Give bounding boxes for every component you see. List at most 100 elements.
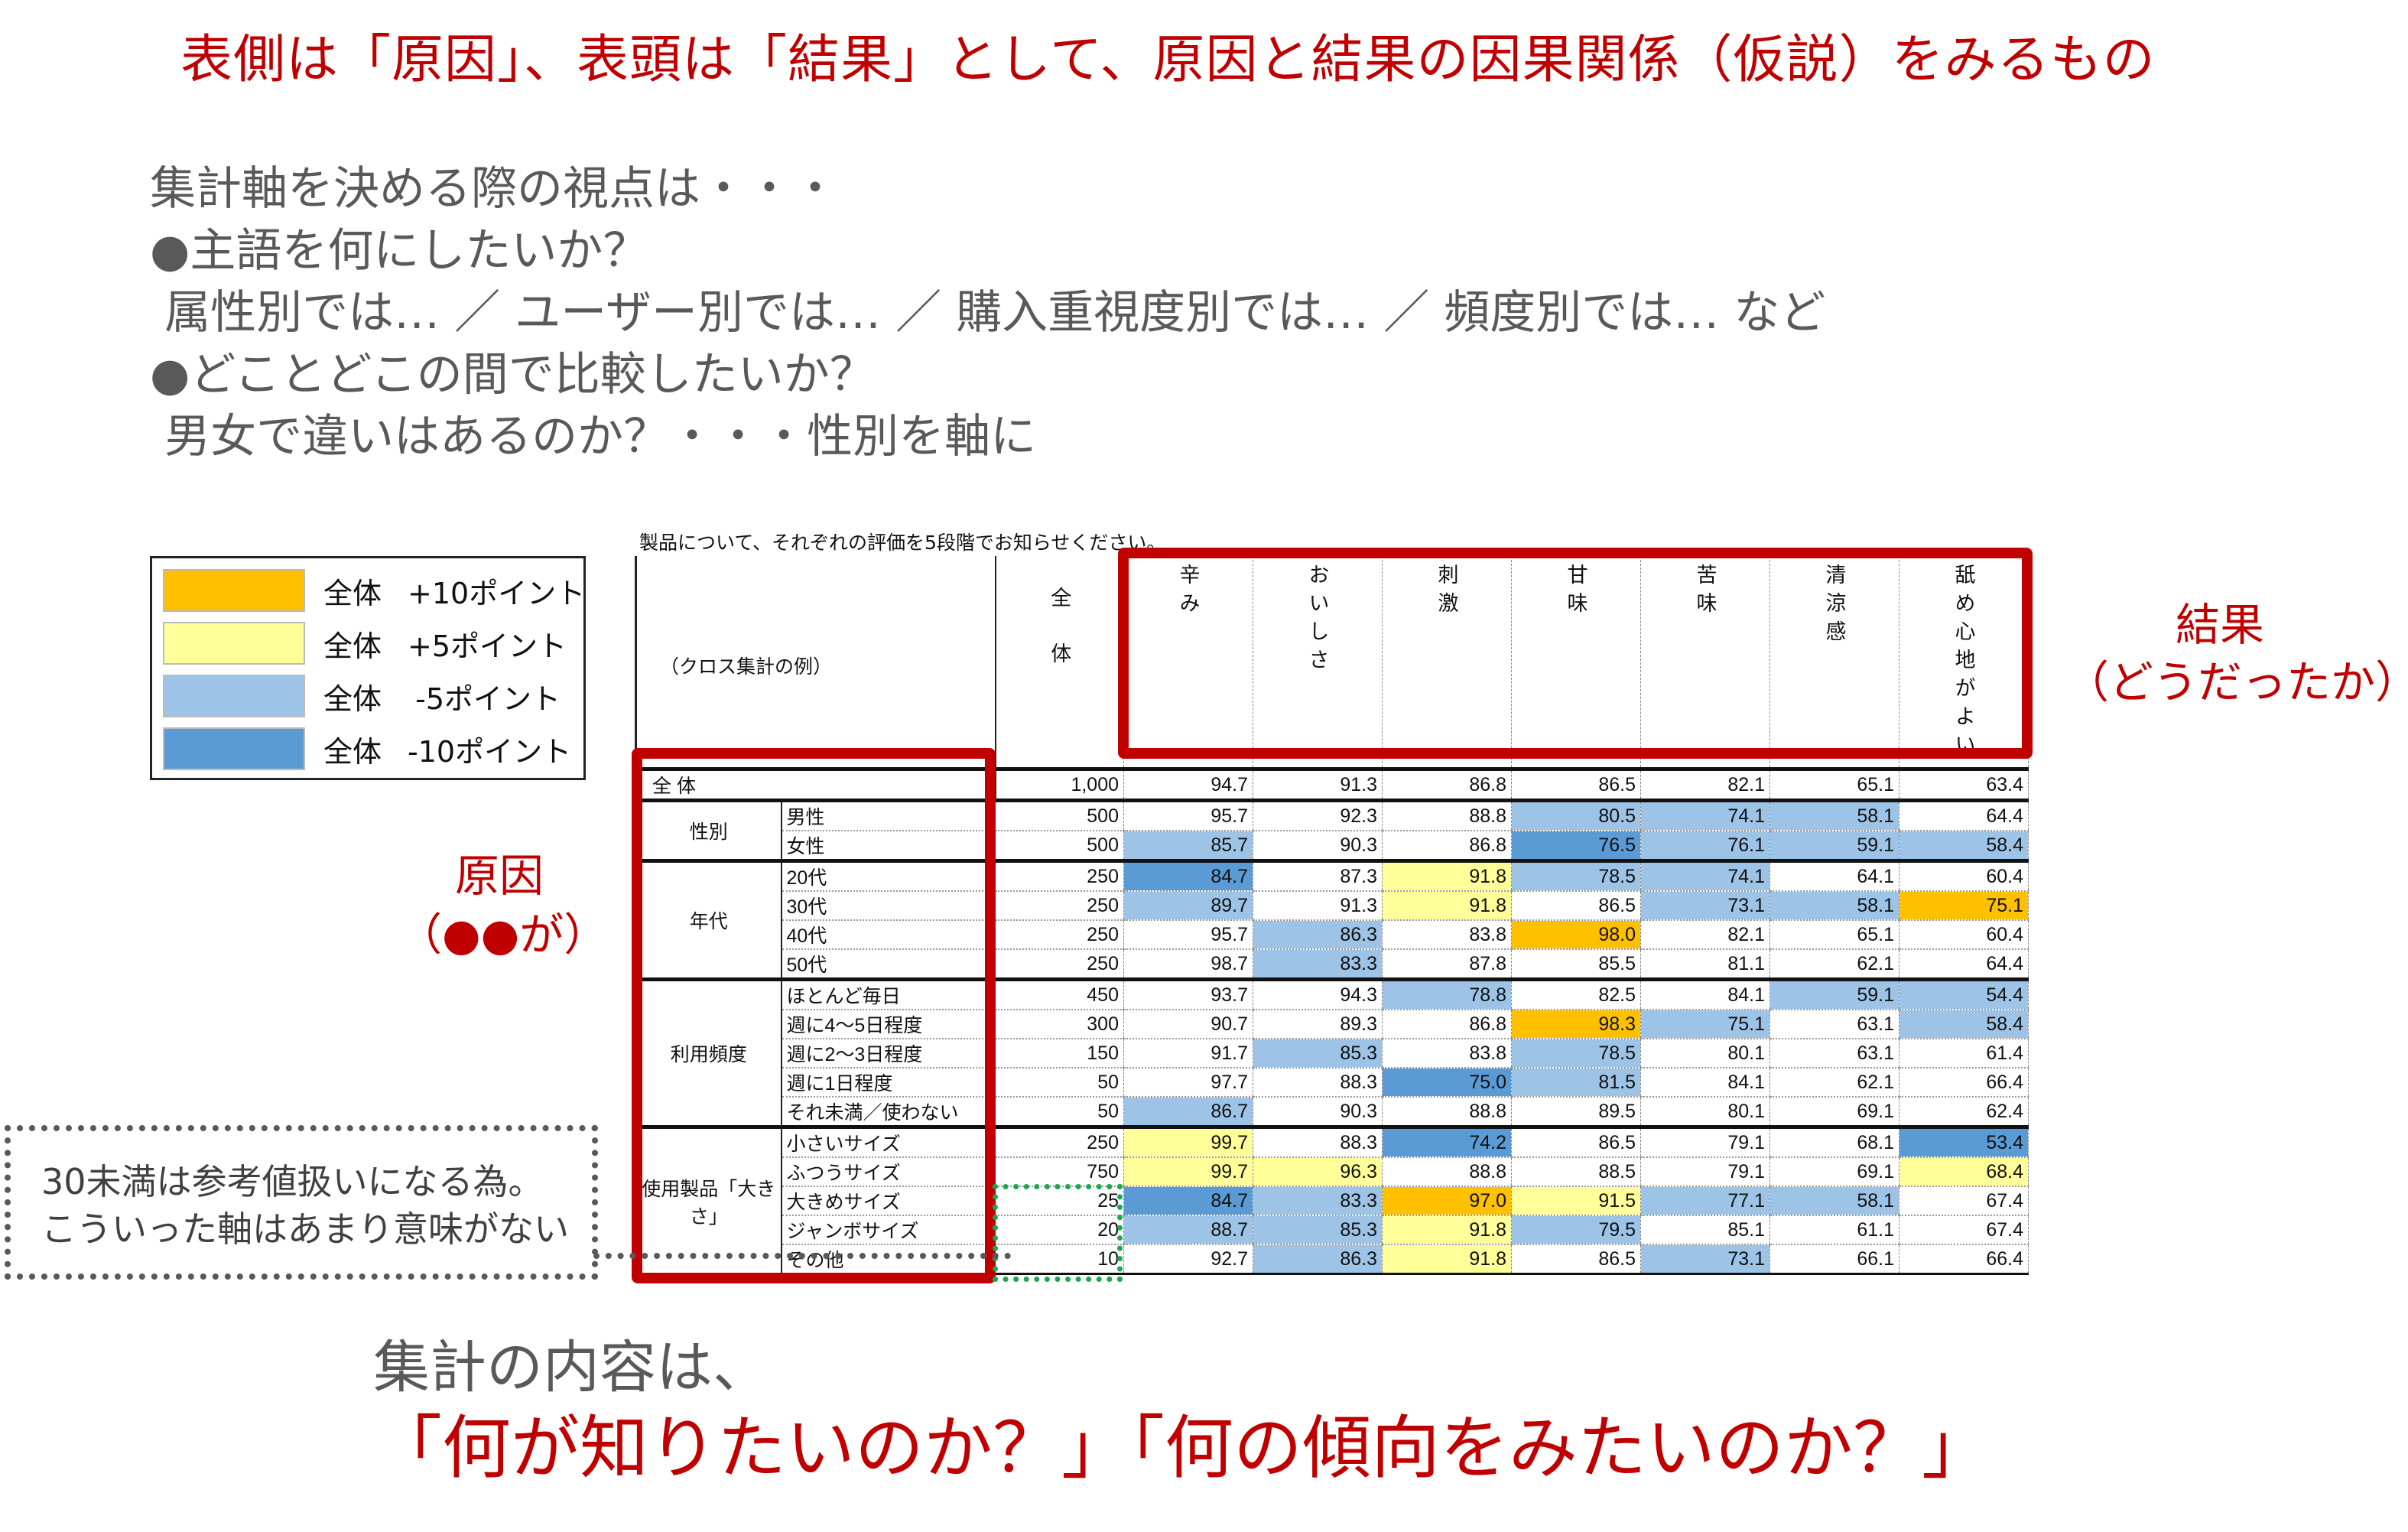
value-cell: 58.4 xyxy=(1899,831,2029,862)
value-cell: 64.4 xyxy=(1899,799,2029,831)
column-header-label: おいしさ xyxy=(1305,564,1329,677)
row-label: それ未満／使わない xyxy=(780,1097,996,1128)
color-legend: 全体 +10ポイント 全体 +5ポイント 全体 -5ポイント 全体 -10ポイン… xyxy=(150,556,586,780)
legend-label: 全体 xyxy=(323,576,382,610)
value-cell: 67.4 xyxy=(1899,1186,2029,1216)
value-cell: 86.5 xyxy=(1511,1125,1641,1158)
column-header: 刺激 xyxy=(1382,556,1512,771)
value-cell: 83.3 xyxy=(1253,949,1383,981)
row-group-label: 利用頻度 xyxy=(635,977,782,1127)
value-cell: 89.5 xyxy=(1511,1097,1641,1128)
row-label: 週に4～5日程度 xyxy=(780,1010,996,1039)
legend-points: +10ポイント xyxy=(408,576,586,610)
summary-question: 「何が知りたいのか？」「何の傾向をみたいのか？」 xyxy=(373,1408,1990,1488)
cause-highlight-box xyxy=(632,748,996,1283)
value-cell: 81.5 xyxy=(1511,1068,1641,1098)
sample-size-cell: 250 xyxy=(995,1125,1124,1158)
legend-points: -5ポイント xyxy=(415,681,561,716)
value-cell: 60.4 xyxy=(1899,920,2029,950)
value-cell: 62.1 xyxy=(1769,949,1899,981)
small-sample-highlight-box xyxy=(993,1184,1123,1282)
callout-line: 30未満は参考値扱いになる為。 xyxy=(41,1161,544,1202)
value-cell: 69.1 xyxy=(1769,1157,1899,1187)
sample-size-cell: 250 xyxy=(995,891,1124,921)
value-cell: 85.1 xyxy=(1640,1215,1770,1245)
value-cell: 66.4 xyxy=(1899,1068,2029,1098)
value-cell: 91.7 xyxy=(1123,1039,1253,1068)
value-cell: 75.0 xyxy=(1382,1068,1512,1098)
value-cell: 61.1 xyxy=(1769,1215,1899,1245)
legend-item: 全体 +10ポイント xyxy=(163,569,586,612)
row-label: 30代 xyxy=(780,891,996,921)
value-cell: 83.8 xyxy=(1382,1039,1512,1068)
value-cell: 79.1 xyxy=(1640,1125,1770,1158)
value-cell: 91.8 xyxy=(1382,1244,1512,1275)
cause-sublabel: （●●が） xyxy=(398,909,609,961)
value-cell: 75.1 xyxy=(1899,891,2029,921)
row-label: 小さいサイズ xyxy=(780,1125,996,1158)
legend-swatch-light-blue xyxy=(163,675,305,717)
row-label: 全 体 xyxy=(635,769,996,802)
value-cell: 73.1 xyxy=(1640,1244,1770,1275)
note-line: ●どことどこの間で比較したいか？ xyxy=(150,348,876,402)
value-cell: 88.8 xyxy=(1382,1157,1512,1187)
column-header: おいしさ xyxy=(1253,556,1383,771)
value-cell: 98.7 xyxy=(1123,949,1253,981)
corner-label: （クロス集計の例） xyxy=(635,556,996,771)
sample-size-cell: 250 xyxy=(995,859,1124,892)
row-group-label: 使用製品「大きさ」 xyxy=(635,1125,782,1274)
value-cell: 98.0 xyxy=(1511,920,1641,950)
value-cell: 62.4 xyxy=(1899,1097,2029,1128)
value-cell: 94.3 xyxy=(1253,977,1383,1010)
value-cell: 85.3 xyxy=(1253,1215,1383,1245)
value-cell: 86.5 xyxy=(1511,891,1641,921)
column-header: 苦味 xyxy=(1640,556,1770,771)
legend-points: -10ポイント xyxy=(408,734,572,769)
value-cell: 79.5 xyxy=(1511,1215,1641,1245)
value-cell: 65.1 xyxy=(1769,920,1899,950)
value-cell: 54.4 xyxy=(1899,977,2029,1010)
value-cell: 77.1 xyxy=(1640,1186,1770,1216)
value-cell: 80.1 xyxy=(1640,1097,1770,1128)
sample-size-cell: 250 xyxy=(995,920,1124,950)
value-cell: 58.1 xyxy=(1769,891,1899,921)
value-cell: 95.7 xyxy=(1123,799,1253,831)
value-cell: 69.1 xyxy=(1769,1097,1899,1128)
value-cell: 85.3 xyxy=(1253,1039,1383,1068)
note-line: ●主語を何にしたいか？ xyxy=(150,224,649,278)
column-header: 甘味 xyxy=(1511,556,1641,771)
sample-size-cell: 500 xyxy=(995,799,1124,831)
value-cell: 81.1 xyxy=(1640,949,1770,981)
value-cell: 79.1 xyxy=(1640,1157,1770,1187)
value-cell: 60.4 xyxy=(1899,859,2029,892)
legend-item: 全体 +5ポイント xyxy=(163,622,567,665)
legend-label: 全体 xyxy=(323,681,382,716)
value-cell: 88.3 xyxy=(1253,1125,1383,1158)
legend-label: 全体 xyxy=(323,629,382,663)
value-cell: 61.4 xyxy=(1899,1039,2029,1068)
value-cell: 86.8 xyxy=(1382,831,1512,862)
row-label: 大きめサイズ xyxy=(780,1186,996,1216)
value-cell: 91.8 xyxy=(1382,859,1512,892)
value-cell: 98.3 xyxy=(1511,1010,1641,1039)
value-cell: 88.5 xyxy=(1511,1157,1641,1187)
result-sublabel: （どうだったか） xyxy=(2065,656,2408,708)
value-cell: 80.1 xyxy=(1640,1039,1770,1068)
value-cell: 84.1 xyxy=(1640,977,1770,1010)
column-header-label: 苦味 xyxy=(1693,564,1717,620)
row-label: 20代 xyxy=(780,859,996,892)
value-cell: 86.8 xyxy=(1382,769,1512,802)
column-header: 清涼感 xyxy=(1769,556,1899,771)
sample-size-cell: 500 xyxy=(995,831,1124,862)
value-cell: 58.1 xyxy=(1769,799,1899,831)
table-caption: 製品について、それぞれの評価を5段階でお知らせください。 xyxy=(639,532,1166,554)
value-cell: 64.4 xyxy=(1899,949,2029,981)
value-cell: 86.8 xyxy=(1382,1010,1512,1039)
